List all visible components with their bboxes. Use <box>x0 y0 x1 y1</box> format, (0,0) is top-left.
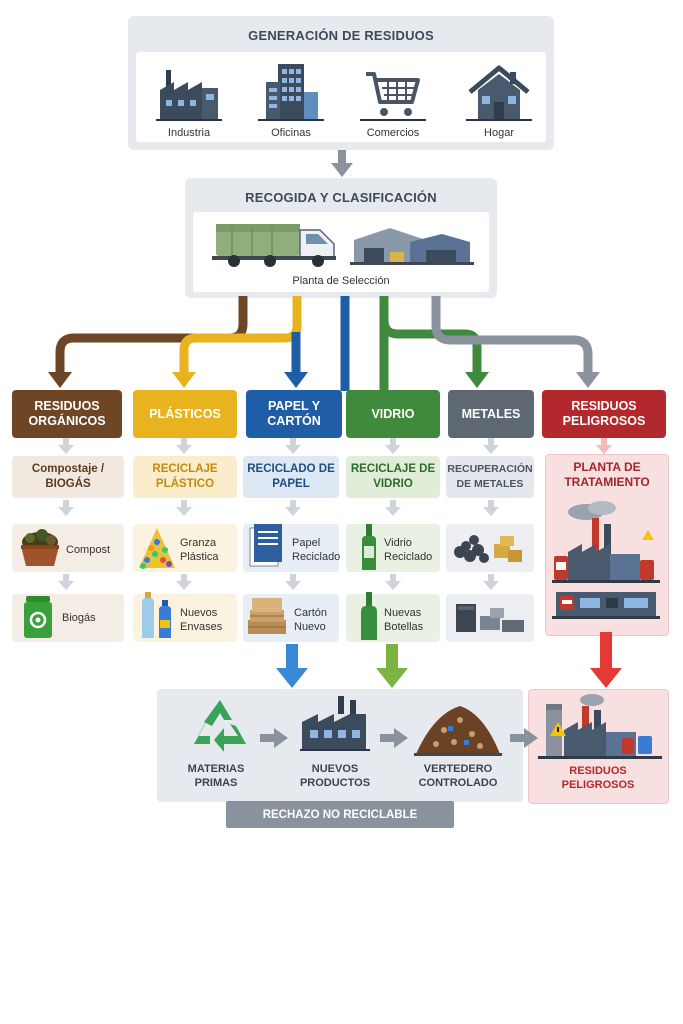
plant-label: Planta de Selección <box>292 275 390 287</box>
generation-title: GENERACIÓN DE RESIDUOS <box>248 28 434 43</box>
arrow-right-icon <box>380 728 408 748</box>
rejection-label: RECHAZO NO RECICLABLE <box>226 801 454 828</box>
product-label-carton: Cartón Nuevo <box>294 607 328 633</box>
office-building-icon <box>258 64 324 121</box>
small-arrows-row1 <box>58 438 612 454</box>
branch-arrows <box>48 296 600 391</box>
factory-icon <box>156 70 222 121</box>
green-arrow-down-icon <box>376 644 408 688</box>
source-label-comercios: Comercios <box>366 127 420 139</box>
green-bottle-icon <box>361 592 377 640</box>
small-arrows-row2 <box>58 500 499 516</box>
red-arrow-down-icon <box>590 632 622 688</box>
metal-scrap-icon <box>454 535 522 563</box>
category-peligrosos: RESIDUOS PELIGROSOS <box>542 390 666 438</box>
product-label-granza: Granza Plástica <box>180 537 219 563</box>
landfill-icon <box>414 706 502 756</box>
destination-materias-primas: MATERIAS PRIMAS <box>187 763 245 789</box>
recycle-icon <box>194 700 246 752</box>
process-reciclaje-plastico: RECICLAJE PLÁSTICO <box>133 456 237 498</box>
destination-nuevos-productos: NUEVOS PRODUCTOS <box>299 763 371 789</box>
category-papel-carton: PAPEL Y CARTÓN <box>246 390 342 438</box>
category-organicos: RESIDUOS ORGÁNICOS <box>12 390 122 438</box>
sorting-plant-icon <box>350 228 474 265</box>
small-arrows-row3 <box>58 574 499 590</box>
biogas-container-icon <box>24 596 52 638</box>
garbage-truck-icon <box>212 224 336 267</box>
destination-residuos-peligrosos: RESIDUOS PELIGROSOS <box>561 765 635 791</box>
house-icon <box>466 65 532 121</box>
arrow-right-icon <box>510 728 538 748</box>
product-label-biogas: Biogás <box>62 612 96 624</box>
arrow-right-icon <box>260 728 288 748</box>
process-planta-tratamiento: PLANTA DE TRATAMIENTO <box>564 460 650 489</box>
recycled-paper-icon <box>249 524 282 567</box>
product-vidrio-card <box>346 524 440 572</box>
product-label-envases: Nuevos Envases <box>180 607 223 633</box>
category-vidrio: VIDRIO <box>346 390 440 438</box>
glass-bottle-icon <box>362 524 376 570</box>
metal-blocks-icon <box>456 604 524 632</box>
process-reciclaje-vidrio: RECICLAJE DE VIDRIO <box>346 456 440 498</box>
collection-title: RECOGIDA Y CLASIFICACIÓN <box>245 190 437 205</box>
category-plasticos: PLÁSTICOS <box>133 390 237 438</box>
category-metales: METALES <box>448 390 534 438</box>
process-reciclado-papel: RECICLADO DE PAPEL <box>243 456 339 498</box>
shopping-cart-icon <box>360 72 426 121</box>
source-label-hogar: Hogar <box>484 127 514 139</box>
destination-vertedero: VERTEDERO CONTROLADO <box>418 763 498 789</box>
new-products-factory-icon <box>300 696 370 751</box>
arrow-down-icon <box>331 150 353 177</box>
plastic-pellets-icon <box>139 528 175 569</box>
process-recuperacion-metales: RECUPERACIÓN DE METALES <box>446 456 534 498</box>
blue-arrow-down-icon <box>276 644 308 688</box>
hazard-plant-icon <box>538 694 662 759</box>
product-label-vidrio: Vidrio Reciclado <box>384 537 433 563</box>
product-label-papel: Papel Reciclado <box>292 537 341 563</box>
product-label-compost: Compost <box>66 544 111 556</box>
source-label-oficinas: Oficinas <box>271 127 311 139</box>
treatment-plant-icon <box>552 501 660 619</box>
cardboard-icon <box>248 598 286 634</box>
plastic-bottles-icon <box>142 592 171 638</box>
source-label-industria: Industria <box>167 127 211 139</box>
product-label-botellas: Nuevas Botellas <box>384 607 424 633</box>
process-compostaje: Compostaje / BIOGÁS <box>12 456 124 498</box>
compost-icon <box>21 529 59 566</box>
